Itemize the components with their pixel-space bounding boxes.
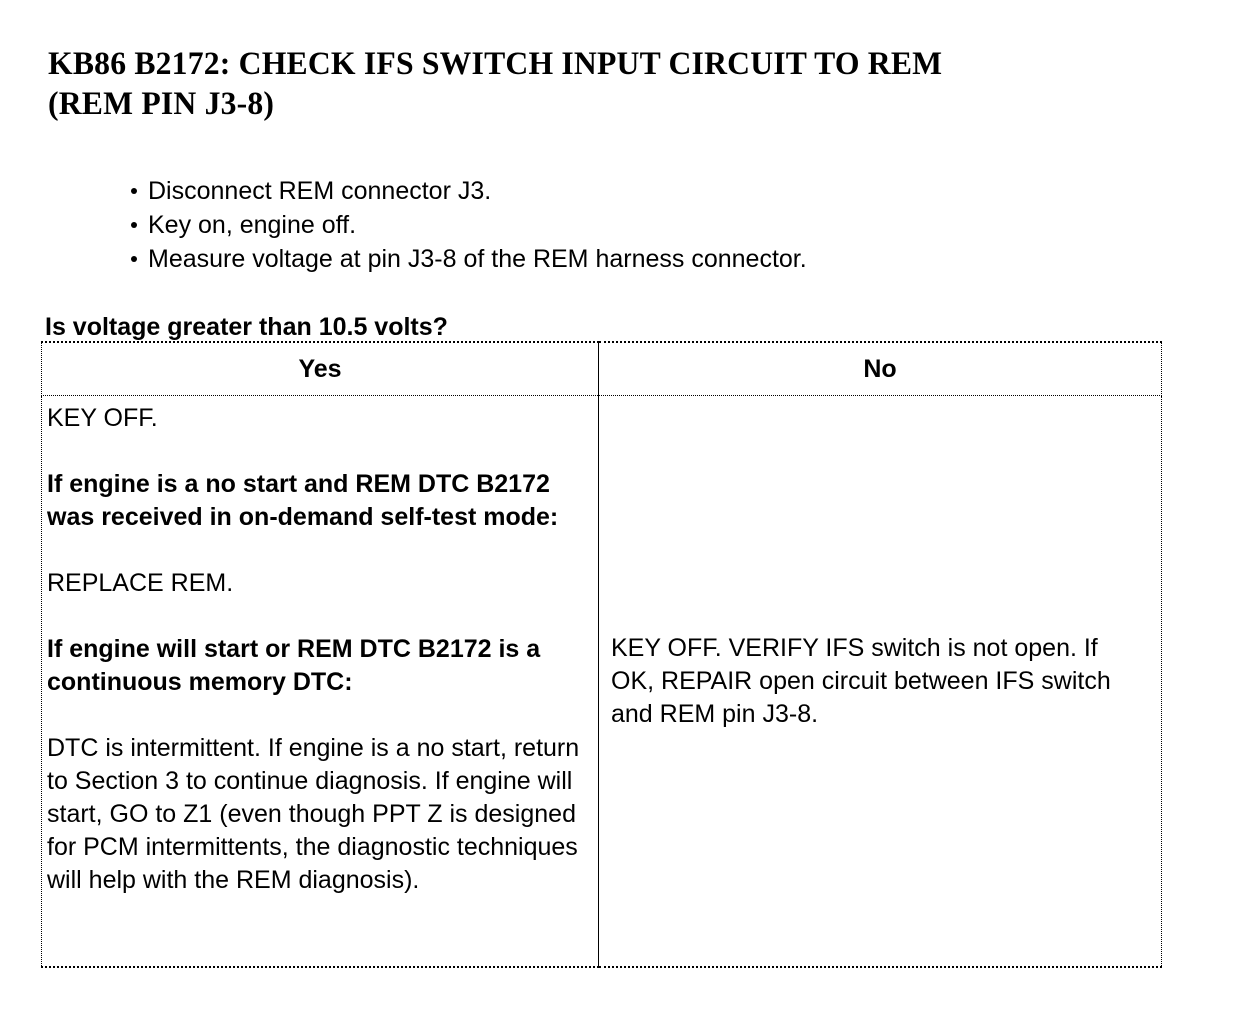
- yes-paragraph-4: If engine will start or REM DTC B2172 is…: [47, 635, 541, 696]
- list-item: Measure voltage at pin J3-8 of the REM h…: [130, 242, 1030, 276]
- cell-no-answer: KEY OFF. VERIFY IFS switch is not open. …: [598, 395, 1162, 968]
- table-body: KEY OFF. If engine is a no start and REM…: [41, 395, 1162, 968]
- list-item: Key on, engine off.: [130, 208, 1030, 242]
- spacer: [47, 600, 588, 633]
- yes-paragraph-2: If engine is a no start and REM DTC B217…: [47, 470, 559, 531]
- column-header-yes: Yes: [41, 341, 599, 396]
- column-header-no: No: [598, 341, 1162, 396]
- page-title-line-1: KB86 B2172: CHECK IFS SWITCH INPUT CIRCU…: [48, 46, 943, 82]
- step-text: Measure voltage at pin J3-8 of the REM h…: [148, 245, 807, 273]
- cell-yes-answer: KEY OFF. If engine is a no start and REM…: [41, 395, 599, 968]
- table-header-row: Yes No: [41, 341, 1162, 396]
- list-item: Disconnect REM connector J3.: [130, 174, 1030, 208]
- no-paragraph-1: KEY OFF. VERIFY IFS switch is not open. …: [611, 633, 1111, 728]
- page-title: KB86 B2172: CHECK IFS SWITCH INPUT CIRCU…: [48, 44, 1114, 124]
- decision-table: Yes No KEY OFF. If engine is a no start …: [41, 341, 1162, 968]
- step-text: Key on, engine off.: [148, 211, 357, 239]
- cell-yes-content: KEY OFF. If engine is a no start and REM…: [42, 396, 598, 903]
- yes-paragraph-5: DTC is intermittent. If engine is a no s…: [47, 734, 580, 894]
- step-text: Disconnect REM connector J3.: [148, 177, 492, 205]
- yes-paragraph-1: KEY OFF.: [47, 404, 158, 432]
- spacer: [47, 699, 588, 732]
- page-title-line-2: (REM PIN J3-8): [48, 86, 275, 122]
- cell-no-content: KEY OFF. VERIFY IFS switch is not open. …: [599, 626, 1161, 737]
- bullet-icon: [131, 256, 137, 262]
- table-header: Yes No: [41, 341, 1162, 396]
- bullet-icon: [131, 222, 137, 228]
- spacer: [47, 534, 588, 567]
- spacer: [47, 435, 588, 468]
- bullet-icon: [131, 188, 137, 194]
- yes-paragraph-3: REPLACE REM.: [47, 569, 234, 597]
- procedure-step-list: Disconnect REM connector J3. Key on, eng…: [130, 174, 1030, 276]
- table-row: KEY OFF. If engine is a no start and REM…: [41, 395, 1162, 968]
- diagnostic-question: Is voltage greater than 10.5 volts?: [45, 313, 448, 341]
